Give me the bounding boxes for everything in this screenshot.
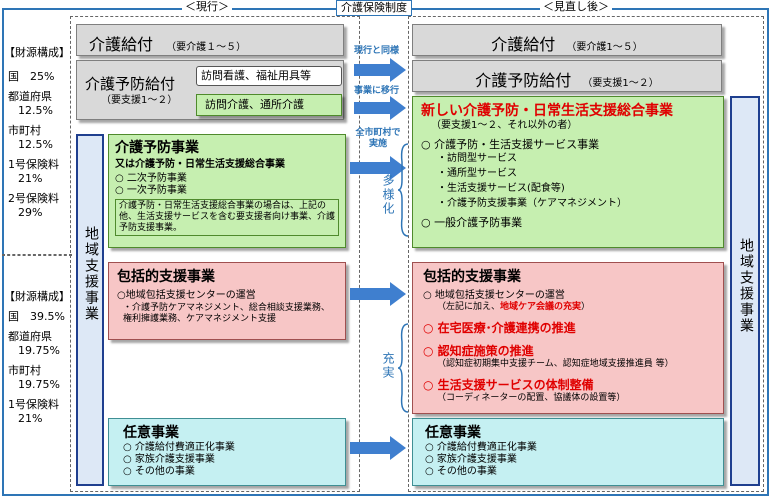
current-kaigo-kyufu-note: （要介護１～５） [166,42,247,53]
header-system: 介護保険制度 [336,0,412,16]
current-yobo-jigyo-box: 介護予防事業 又は介護予防・日常生活支援総合事業 ○ 二次予防事業 ○ 一次予防… [108,134,346,248]
funding-line: 21% [18,412,43,425]
revised-column-frame [408,16,764,492]
funding-list-2: 国 39.5% 都道府県 19.75% 市町村 19.75% 1号保険料 21% [8,310,68,426]
funding-line: 国 25% [8,70,55,83]
arrow-label-allcity-2: 実施 [368,139,387,149]
revised-kaigo-kyufu-note: （要介護1～５） [566,42,643,53]
current-yobo-item: ○ 二次予防事業 [115,173,187,184]
revised-new-jigyo-note: （要支援1～２、それ以外の者） [431,120,578,131]
funding-line: 都道府県 [8,90,52,103]
funding-line: 都道府県 [8,330,52,343]
revised-hokatsu-box: 包括的支援事業 ○ 地域包括支援センターの運営 （左記に加え、地域ケア会議の充実… [412,262,724,414]
revised-hokatsu-note-a: （左記に加え、 [437,302,501,312]
revised-hokatsu-note-c: ） [581,302,591,312]
arrow-label-transfer: 事業に移行 [354,86,400,96]
funding-line: 12.5% [18,138,53,151]
revised-hokatsu-ninchi: ○ 認知症施策の推進 [423,344,534,358]
header-revised: ＜見直し後＞ [540,0,612,14]
enhance-brace-icon [398,323,409,413]
current-yobo-item: ○ 一次予防事業 [115,185,187,196]
arrow-label-allcity-1: 全市町村で [355,128,401,138]
funding-line: 2号保険料 [8,192,59,205]
revised-nini-item: ○ 介護給付費適正化事業 [425,442,537,453]
current-hokatsu-sub: ・介護予防ケアマネジメント、総合相談支援業務、権利擁護業務、ケアマネジメント支援 [123,303,330,324]
funding-line: 国 39.5% [8,310,65,323]
current-nini-box: 任意事業 ○ 介護給付費適正化事業 ○ 家族介護支援事業 ○ その他の事業 [108,418,346,486]
revised-yobo-kyufu-label: 介護予防給付 [475,71,572,90]
arrow-hokatsu-icon [350,282,406,306]
funding-line: 19.75% [18,378,60,391]
current-column-frame [70,16,360,492]
revised-hokatsu-item-note: （左記に加え、地域ケア会議の充実） [423,302,713,313]
diversify-label: 多様化 [381,174,395,216]
arrow-nini-icon [350,436,406,460]
funding-line: 12.5% [18,104,53,117]
revised-hokatsu-zaitaku: ○ 在宅医療･介護連携の推進 [423,321,576,335]
enhance-label: 充実 [381,352,395,380]
current-nini-item: ○ 家族介護支援事業 [123,454,215,465]
current-yobo-jigyo-title: 介護予防事業 [115,140,199,156]
current-chiiki-bar: 地域支援事業 [76,134,104,486]
current-yobo-kyufu-label: 介護予防給付 [85,75,176,93]
arrow-label-same: 現行と同様 [354,46,400,56]
funding-title-2: 【財源構成】 [4,290,70,303]
revised-chiiki-bar: 地域支援事業 [730,96,760,486]
current-hokatsu-item: ○地域包括支援センターの運営 [117,290,256,301]
revised-hokatsu-seikatsu-note: （コーディネーターの配置、協議体の設置等） [437,393,626,403]
revised-new-jigyo-sub: ・通所型サービス [437,168,517,179]
current-hokatsu-box: 包括的支援事業 ○地域包括支援センターの運営 ・介護予防ケアマネジメント、総合相… [108,262,346,340]
current-nini-title: 任意事業 [123,425,179,441]
funding-title-1: 【財源構成】 [4,46,70,59]
revised-nini-box: 任意事業 ○ 介護給付費適正化事業 ○ 家族介護支援事業 ○ その他の事業 [412,418,724,486]
arrow-label-allcity: 全市町村で 実施 [348,128,408,150]
revised-kaigo-kyufu-box: 介護給付 （要介護1～５） [412,24,722,56]
funding-list-1: 国 25% 都道府県 12.5% 市町村 12.5% 1号保険料 21% 2号保… [8,70,68,220]
revised-new-jigyo-title: 新しい介護予防・日常生活支援総合事業 [421,103,673,119]
current-nini-item: ○ その他の事業 [123,466,195,477]
funding-line: 29% [18,206,43,219]
revised-hokatsu-title: 包括的支援事業 [423,269,521,285]
revised-new-jigyo-sub: ・生活支援サービス(配食等) [437,183,565,194]
left-section-divider [2,254,72,256]
revised-kaigo-kyufu-label: 介護給付 [491,35,556,54]
revised-new-jigyo-box: 新しい介護予防・日常生活支援総合事業 （要支援1～２、それ以外の者） ○ 介護予… [412,96,724,248]
arrow-yobo-icon [350,156,406,180]
revised-yobo-kyufu-box: 介護予防給付 （要支援1～２） [412,60,722,92]
current-yobo-note: 介護予防・日常生活支援総合事業の場合は、上記の他、生活支援サービスを含む要支援者… [115,199,339,236]
revised-new-jigyo-item1: ○ 介護予防・生活支援サービス事業 [421,138,600,151]
current-yobo-kyufu-note: （要支援1～２） [101,95,178,106]
current-yobo-jigyo-subtitle: 又は介護予防・日常生活支援総合事業 [115,159,285,170]
arrow-kyufu-icon [354,58,406,82]
funding-line: 市町村 [8,364,41,377]
revised-new-jigyo-sub: ・介護予防支援事業（ケアマネジメント） [437,198,627,209]
current-nini-item: ○ 介護給付費適正化事業 [123,442,235,453]
funding-line: 市町村 [8,124,41,137]
current-yobo-sub1: 訪問看護、福祉用具等 [196,66,342,86]
current-yobo-sub2: 訪問介護、通所介護 [196,94,342,116]
revised-nini-item: ○ その他の事業 [425,466,497,477]
current-kaigo-kyufu-box: 介護給付 （要介護１～５） [76,24,344,56]
current-hokatsu-title: 包括的支援事業 [117,269,215,285]
current-chiiki-label: 地域支援事業 [83,226,99,322]
revised-hokatsu-ninchi-note: （認知症初期集中支援チーム、認知症地域支援推進員 等） [437,359,674,369]
header-current: ＜現行＞ [182,0,232,14]
revised-hokatsu-seikatsu: ○ 生活支援サービスの体制整備 [423,378,594,392]
revised-hokatsu-item: ○ 地域包括支援センターの運営 [423,290,565,301]
funding-line: 1号保険料 [8,398,59,411]
arrow-transfer-icon [354,96,406,120]
current-kaigo-kyufu-label: 介護給付 [89,35,154,54]
funding-line: 21% [18,172,43,185]
revised-hokatsu-note-b: 地域ケア会議の充実 [500,302,582,312]
revised-new-jigyo-sub: ・訪問型サービス [437,153,517,164]
revised-new-jigyo-item2: ○ 一般介護予防事業 [421,216,523,229]
funding-line: 19.75% [18,344,60,357]
revised-nini-title: 任意事業 [425,425,481,441]
diversify-brace-icon [398,143,409,237]
funding-line: 1号保険料 [8,158,59,171]
revised-yobo-kyufu-note: （要支援1～２） [582,78,659,89]
revised-chiiki-label: 地域支援事業 [738,238,754,334]
revised-nini-item: ○ 家族介護支援事業 [425,454,517,465]
